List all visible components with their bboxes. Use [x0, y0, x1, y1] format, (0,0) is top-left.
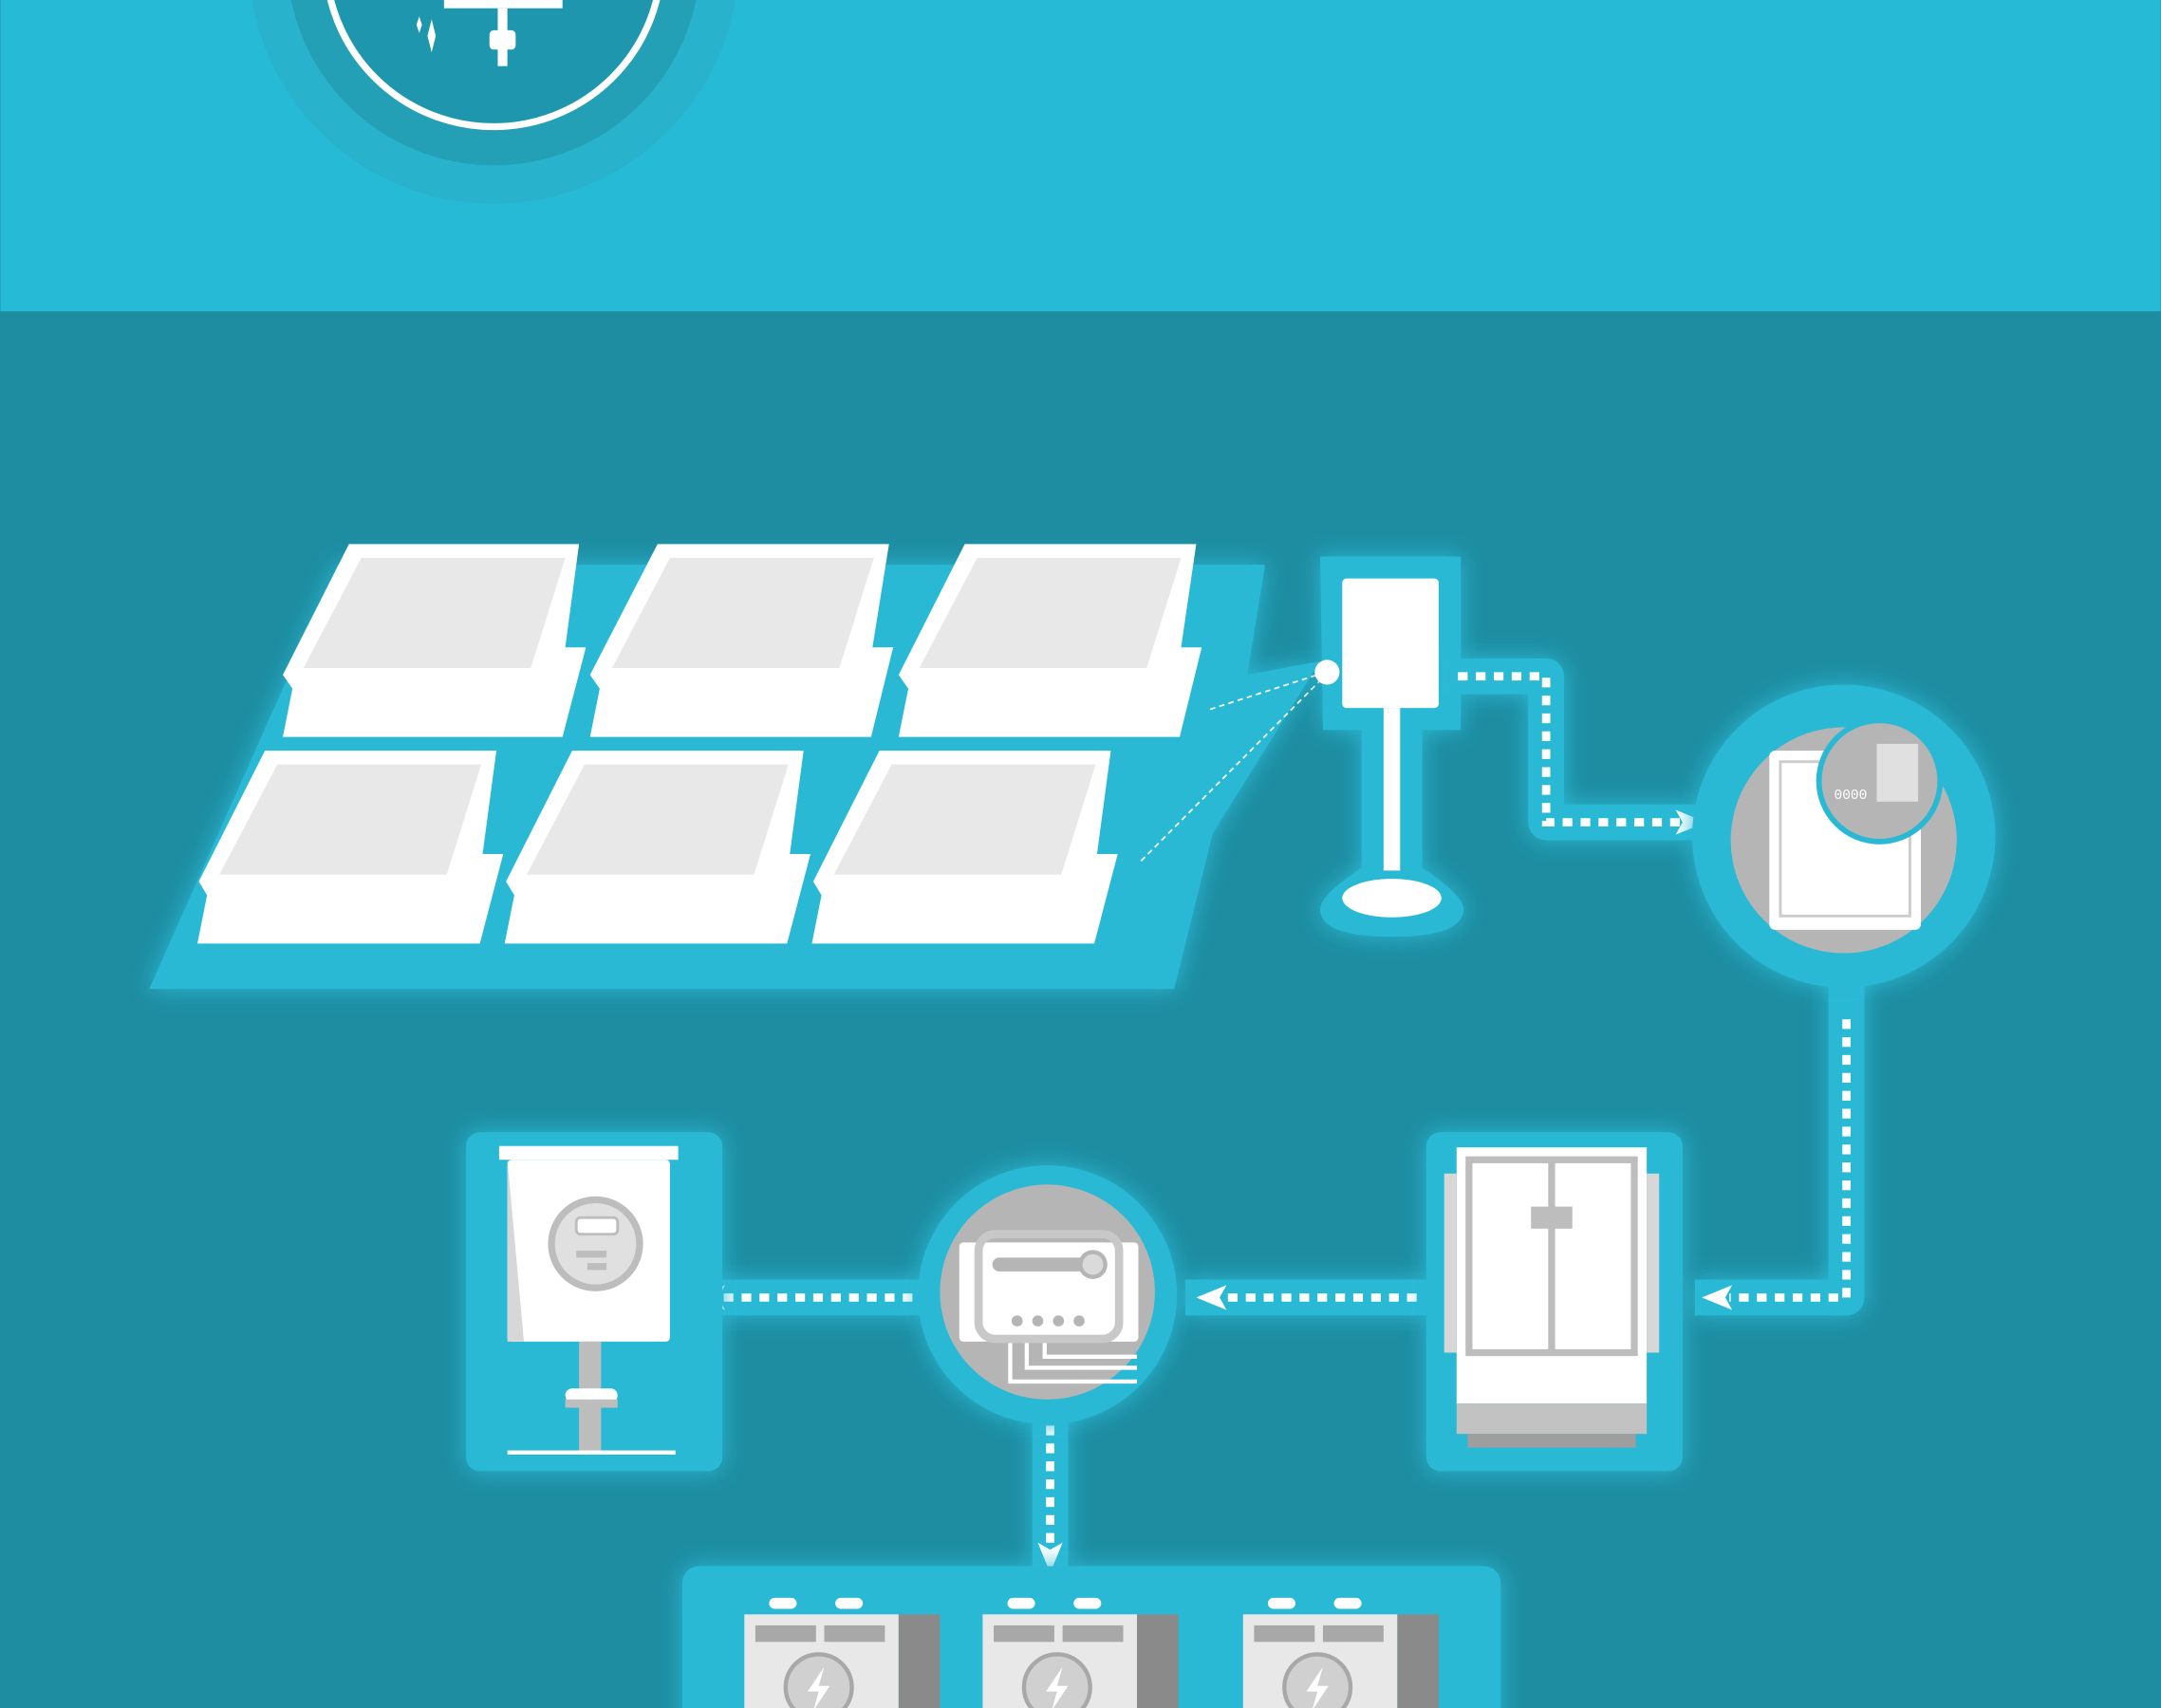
connection-lines	[695, 658, 1865, 1573]
header-badge-icon	[251, 0, 736, 204]
sparkle-icon	[416, 16, 437, 53]
svg-text:0000: 0000	[1835, 789, 1868, 804]
utility-meter-icon	[466, 1132, 723, 1472]
charge-controller-icon	[918, 1165, 1178, 1424]
battery-icon	[982, 1597, 1179, 1708]
solar-panel-array-icon	[149, 544, 1327, 990]
battery-icon	[1242, 1597, 1439, 1708]
battery-icon	[744, 1597, 941, 1708]
combiner-box-icon	[1314, 556, 1464, 938]
battery-bank-icon	[681, 1566, 1501, 1708]
inverter-icon: 0000	[1692, 684, 1996, 988]
distribution-cabinet-icon	[1425, 1132, 1683, 1472]
